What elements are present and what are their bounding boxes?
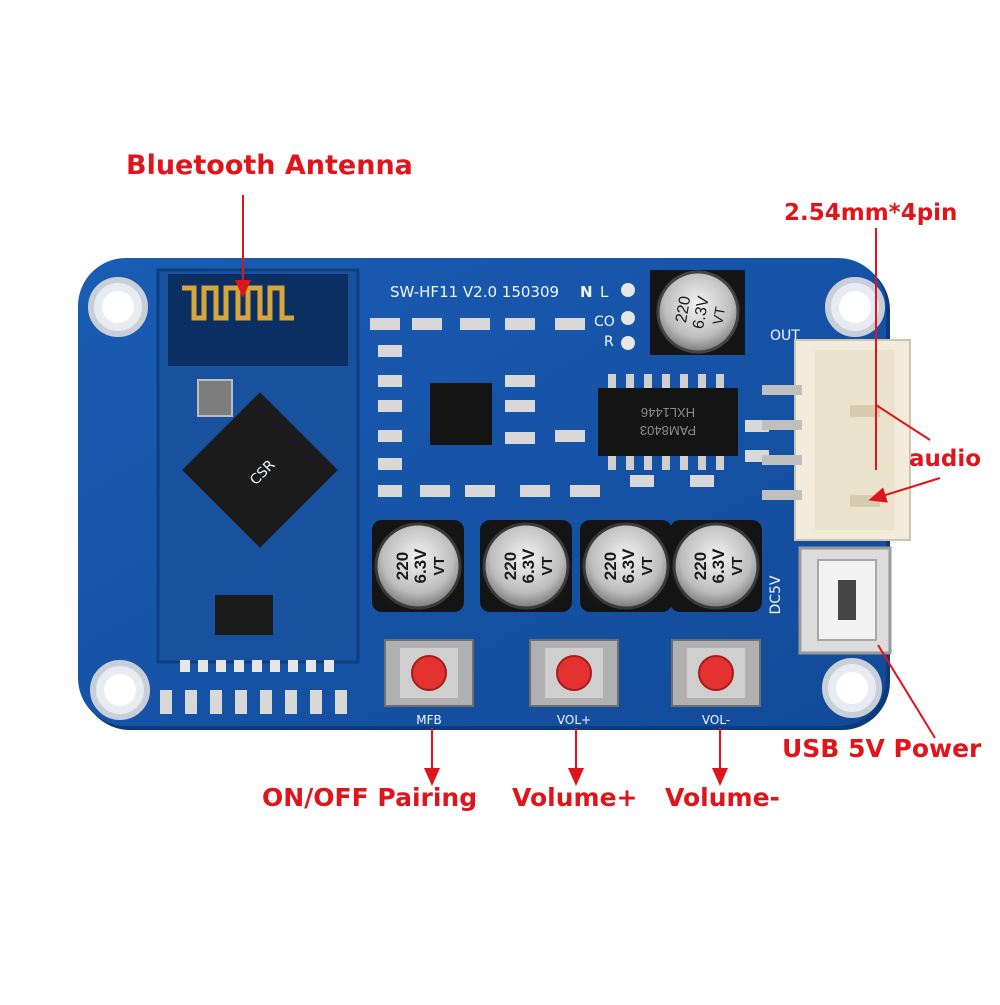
callout-lines [235,195,941,786]
callout-usb-power: USB 5V Power [782,734,982,763]
cap-top-value: 220 [673,295,694,324]
output-header-connector: OUT [762,328,911,541]
cap-4-value: 220 [691,552,710,580]
cap-1-value: 220 [393,552,412,580]
led-label-l: L [600,283,609,301]
cap-2-voltage: 6.3V [519,548,538,584]
board-model-text: SW-HF11 V2.0 150309 [390,283,559,301]
callout-header-pins: 2.54mm*4pin [784,200,958,226]
antenna-trace [182,285,294,321]
capacitor-top: 220 6.3V VT [650,270,745,355]
cap-1-series: VT [431,556,448,575]
capacitor-row: 220 6.3V VT 220 6.3V VT 220 6. [372,520,762,612]
out-label: OUT [770,328,800,344]
cap-top-voltage: 6.3V [690,295,713,331]
led-label-n: N [580,283,593,301]
cap-4-series: VT [729,556,746,575]
cap-top-series: VT [709,305,728,326]
bt-chip [182,392,338,548]
callout-bluetooth-antenna: Bluetooth Antenna [126,150,413,181]
bottom-smd-row [160,690,347,714]
button-mfb[interactable]: MFB [384,639,474,727]
cap-3-series: VT [639,556,656,575]
mfb-label: MFB [416,713,442,727]
capacitor-4: 220 6.3V VT [670,520,762,612]
amp-chip-sub-label: HXL1446 [641,405,695,420]
vol-down-label: VOL- [702,713,730,727]
audio-pointer-top [875,404,931,441]
amplifier-chip: PAM8403 HXL1446 [598,374,738,470]
bluetooth-module: CSR [156,268,360,672]
callout-onoff-pairing: ON/OFF Pairing [262,783,478,812]
callout-volume-down: Volume- [665,783,780,812]
button-vol-up[interactable]: VOL+ [529,639,619,727]
led-label-r: R [604,334,614,350]
cap-2-series: VT [539,556,556,575]
vol-up-label: VOL+ [557,713,591,727]
dc5v-label: DC5V [768,575,784,614]
capacitor-1: 220 6.3V VT [372,520,464,612]
amp-chip-label: PAM8403 [640,423,696,438]
usb-port: DC5V [768,546,892,655]
cap-3-value: 220 [601,552,620,580]
ic-small [430,383,492,445]
cap-2-value: 220 [501,552,520,580]
callout-audio: audio [909,446,982,472]
cap-4-voltage: 6.3V [709,548,728,584]
button-vol-down[interactable]: VOL- [671,639,761,727]
usb-pointer-line [877,644,936,739]
led-label-co: CO [594,314,615,330]
audio-pointer-bottom [868,477,941,503]
callout-volume-up: Volume+ [512,783,638,812]
capacitor-3: 220 6.3V VT [580,520,672,612]
capacitor-2: 220 6.3V VT [480,520,572,612]
mounting-holes [88,277,885,720]
cap-3-voltage: 6.3V [619,548,638,584]
cap-1-voltage: 6.3V [411,548,430,584]
